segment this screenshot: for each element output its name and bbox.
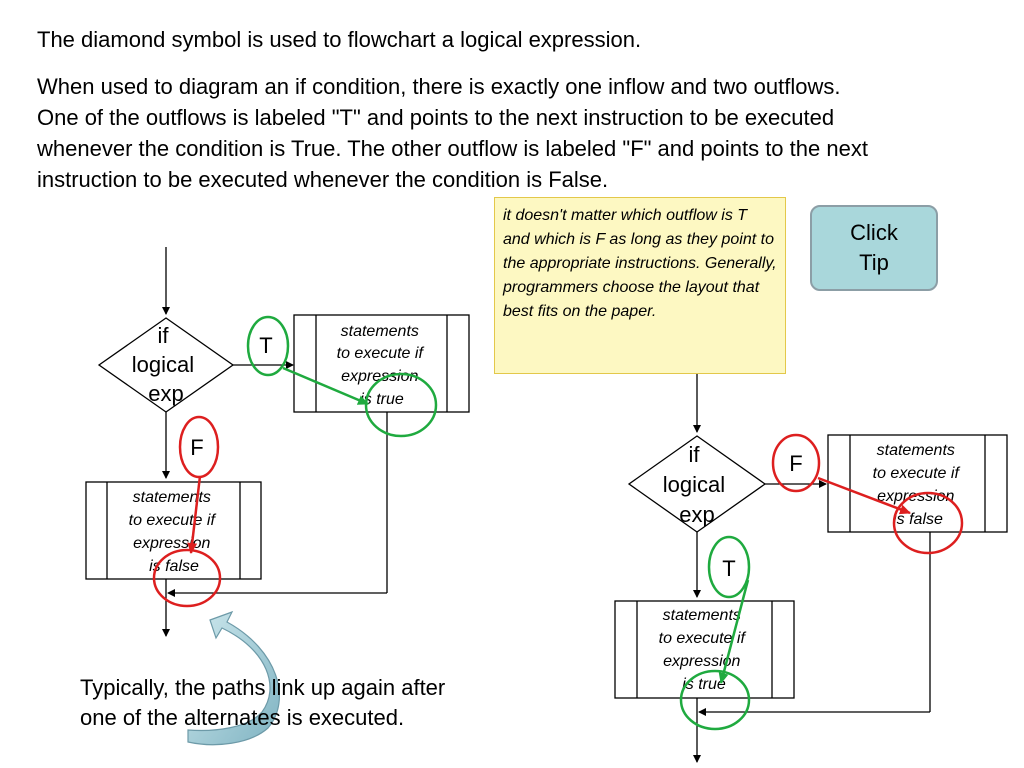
tip-note: it doesn't matter which outflow is T and… [494, 197, 786, 374]
right-true-green-arrow [718, 579, 750, 684]
right-true-box [614, 600, 795, 699]
left-false-box [85, 481, 262, 580]
left-false-red-arrow [187, 475, 202, 554]
intro-text: The diamond symbol is used to flowchart … [37, 27, 642, 52]
left-true-label: T [259, 333, 272, 358]
right-decision-label: if logical exp [663, 442, 732, 527]
right-false-box-text: statements to execute if expression is f… [873, 442, 964, 528]
left-true-box-highlight [364, 372, 438, 438]
click-tip-label-line1: Click [850, 220, 898, 245]
left-true-green-arrow [282, 366, 369, 406]
right-true-label: T [722, 556, 735, 581]
right-true-marker-circle [707, 535, 751, 599]
left-decision-label: if logical exp [132, 323, 201, 406]
left-false-box-highlight [152, 548, 222, 608]
left-flowchart: if logical exp statements to execute if … [85, 247, 470, 637]
left-true-box [293, 314, 470, 413]
right-false-box [827, 434, 1008, 533]
click-tip-label-line2: Tip [859, 250, 889, 275]
right-false-marker-circle [771, 433, 821, 493]
right-true-box-highlight [679, 669, 751, 731]
left-false-label: F [190, 435, 203, 460]
left-true-box-text: statements to execute if expression is t… [337, 323, 428, 408]
click-tip-button[interactable]: Click Tip [810, 205, 938, 291]
explanation-text: When used to diagram an if condition, th… [37, 74, 868, 192]
curved-arrow-graphic [187, 610, 280, 746]
right-false-red-arrow [817, 476, 911, 515]
right-true-box-text: statements to execute if expression is t… [659, 607, 750, 693]
right-false-box-highlight [892, 491, 964, 555]
caption-text: Typically, the paths link up again after… [80, 675, 446, 730]
right-flowchart: if logical exp statements to execute if … [614, 374, 1008, 763]
right-false-label: F [789, 451, 802, 476]
left-true-marker-circle [246, 315, 290, 377]
tip-note-text: it doesn't matter which outflow is T and… [503, 207, 777, 320]
